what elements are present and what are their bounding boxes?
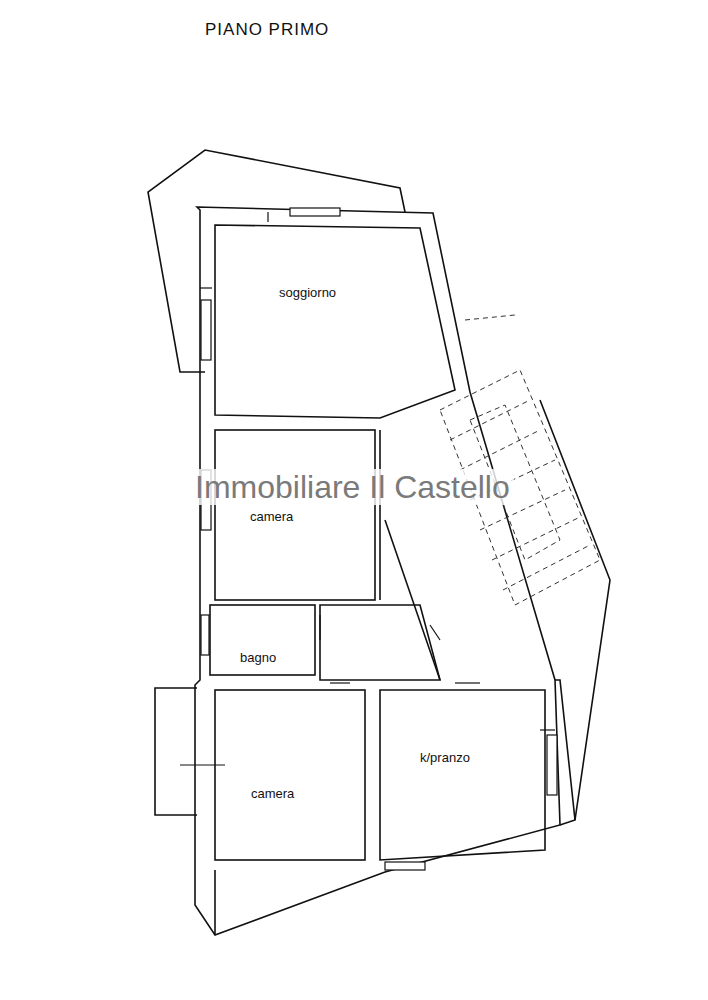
- plan-title: PIANO PRIMO: [205, 20, 329, 40]
- room-name: camera: [251, 786, 294, 801]
- room-name: camera: [250, 509, 293, 524]
- room-label: camera: [247, 784, 298, 803]
- room-label: k/pranzo: [416, 748, 474, 767]
- room-name: soggiorno: [279, 285, 336, 300]
- room-label: bagno: [236, 648, 280, 667]
- room-name: bagno: [240, 650, 276, 665]
- room-name: k/pranzo: [420, 750, 470, 765]
- watermark: Immobiliare Il Castello: [191, 469, 514, 505]
- room-label: soggiorno: [275, 283, 340, 302]
- room-label: camera: [246, 507, 297, 526]
